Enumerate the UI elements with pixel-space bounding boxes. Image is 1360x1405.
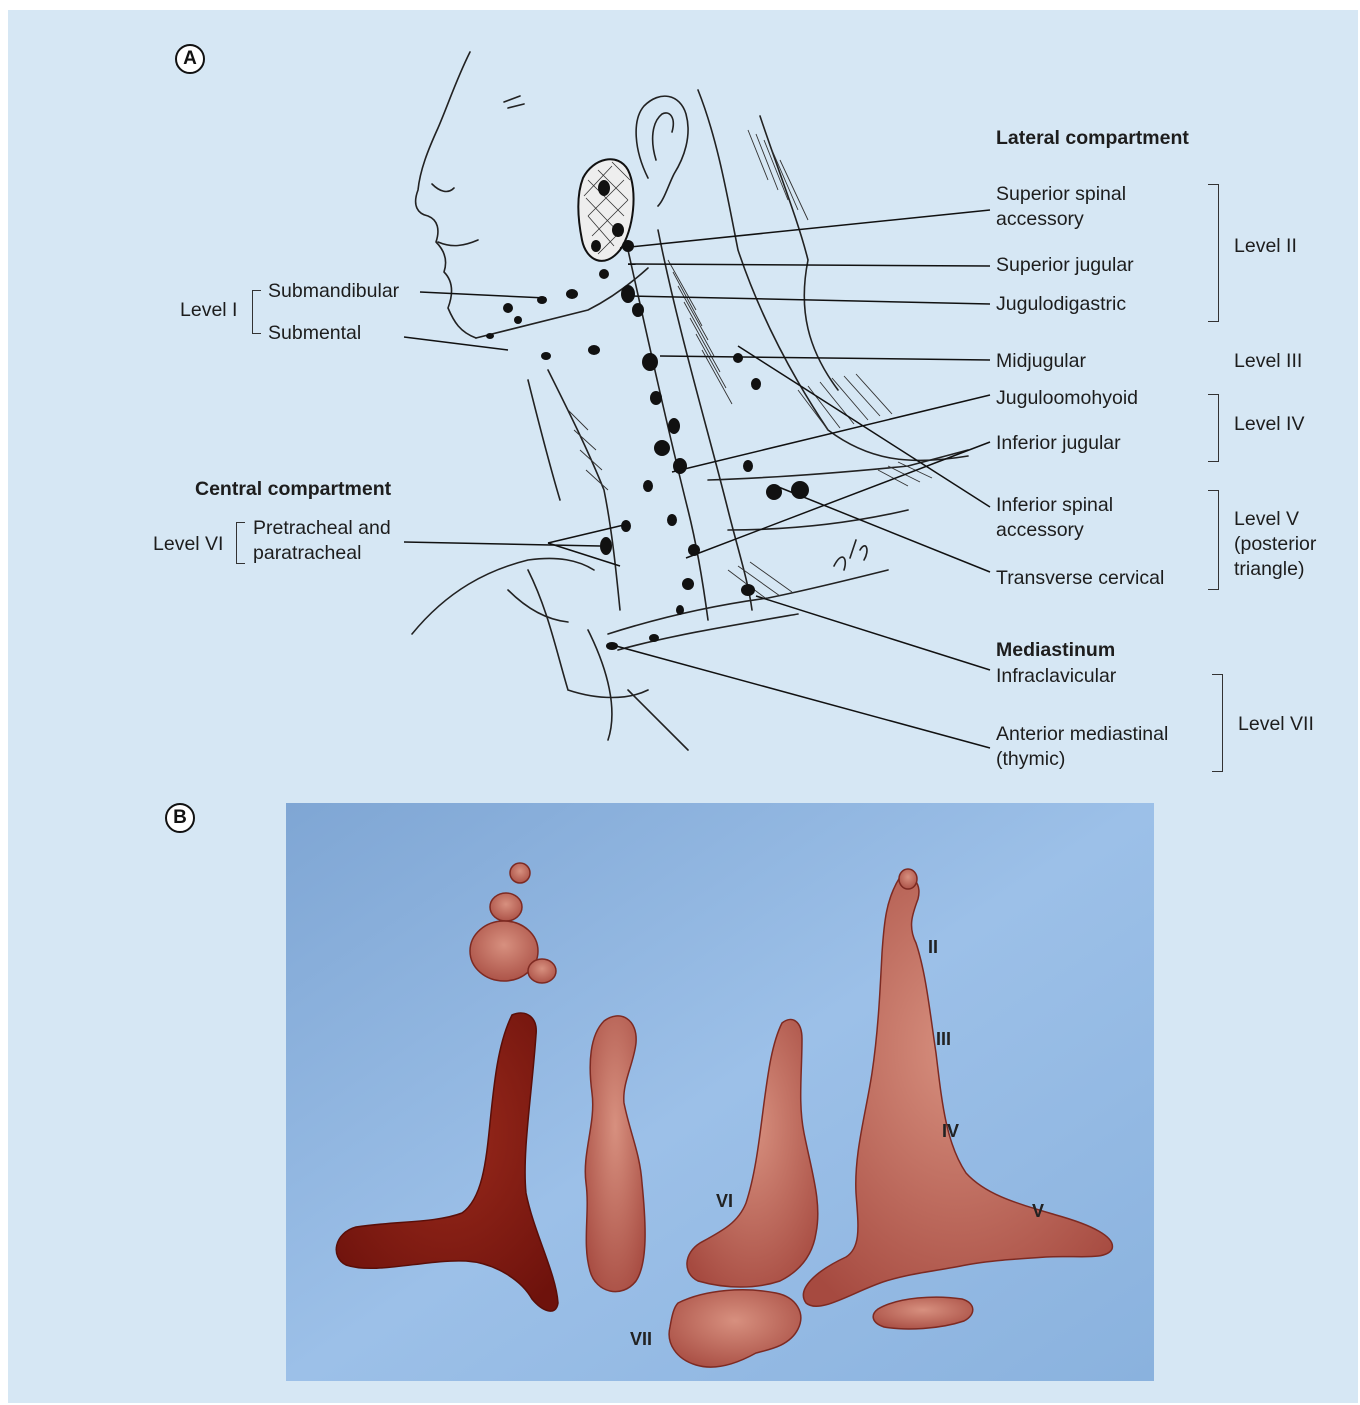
lateral-compartment-header: Lateral compartment	[996, 126, 1189, 151]
label-transverse-cervical: Transverse cervical	[996, 566, 1164, 591]
label-level-vii: Level VII	[1238, 712, 1314, 737]
label-infraclavicular: Infraclavicular	[996, 664, 1116, 689]
label-level-iii: Level III	[1234, 349, 1302, 374]
photo-label-iii: III	[936, 1029, 951, 1050]
leader-lines	[404, 210, 990, 748]
bracket-level-i	[252, 290, 261, 334]
label-inferior-jugular: Inferior jugular	[996, 431, 1121, 456]
bracket-level-vi	[236, 522, 245, 564]
mouth	[438, 240, 478, 246]
panel-b-letter: B	[165, 803, 195, 833]
mediastinum-header: Mediastinum	[996, 638, 1115, 663]
label-level-iv: Level IV	[1234, 412, 1304, 437]
photo-label-iv: IV	[942, 1121, 959, 1142]
bracket-level-vii	[1212, 674, 1223, 772]
bracket-level-ii	[1208, 184, 1219, 322]
face-profile	[416, 52, 476, 338]
lymph-nodes	[486, 180, 809, 650]
label-inferior-spinal-accessory: Inferior spinal accessory	[996, 493, 1146, 543]
label-submental: Submental	[268, 321, 361, 346]
neck-outline	[698, 90, 968, 460]
bracket-level-v	[1208, 490, 1219, 590]
label-level-i: Level I	[180, 298, 237, 323]
figure: A	[8, 10, 1358, 1403]
signature	[834, 540, 867, 570]
label-pretracheal: Pretracheal and paratracheal	[253, 516, 413, 566]
photo-label-ii: II	[928, 937, 938, 958]
surgical-specimen-photo: II III IV V VI VII	[286, 803, 1154, 1381]
label-anterior-mediastinal: Anterior mediastinal (thymic)	[996, 722, 1196, 772]
label-level-vi: Level VI	[153, 532, 223, 557]
label-juguloomohyoid: Juguloomohyoid	[996, 386, 1138, 411]
eye	[504, 96, 524, 108]
photo-label-v: V	[1032, 1201, 1044, 1222]
photo-label-vi: VI	[716, 1191, 733, 1212]
trachea	[548, 370, 620, 610]
label-level-v: Level V (posterior triangle)	[1234, 507, 1344, 582]
ear	[636, 96, 688, 206]
specimen-illustration	[286, 803, 1154, 1381]
label-level-ii: Level II	[1234, 234, 1297, 259]
photo-label-vii: VII	[630, 1329, 652, 1350]
label-superior-spinal-accessory: Superior spinal accessory	[996, 182, 1166, 232]
jaw	[476, 268, 648, 338]
label-submandibular: Submandibular	[268, 279, 399, 304]
bracket-level-iv	[1208, 394, 1219, 462]
label-superior-jugular: Superior jugular	[996, 253, 1134, 278]
label-jugulodigastric: Jugulodigastric	[996, 292, 1126, 317]
label-midjugular: Midjugular	[996, 349, 1086, 374]
central-compartment-header: Central compartment	[195, 477, 391, 502]
nostril	[432, 184, 454, 191]
shoulder	[412, 558, 594, 634]
